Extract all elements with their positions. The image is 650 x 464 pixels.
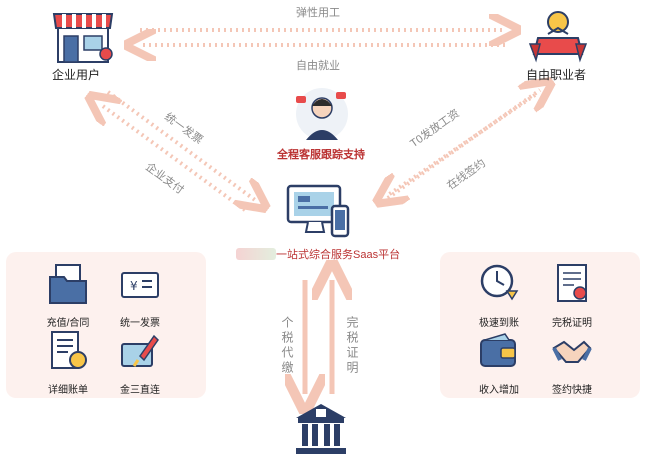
rocket-icon — [121, 334, 159, 367]
feature-label: 充值/合同 — [46, 318, 90, 329]
flow-label-free: 自由就业 — [296, 60, 340, 72]
feature-income-increase: 收入增加 — [464, 330, 534, 396]
feature-detailed-bill: 详细账单 — [33, 330, 103, 396]
feature-unified-invoice: ¥ 统一发票 — [105, 263, 175, 329]
handshake-icon — [552, 340, 592, 363]
wallet-icon — [480, 333, 516, 367]
flow-label-tax-cert: 完税证明 — [345, 316, 359, 376]
feature-label: 统一发票 — [120, 318, 160, 329]
enterprise-features-panel — [6, 252, 206, 398]
certificate-icon — [557, 264, 587, 302]
feature-label: 收入增加 — [479, 385, 519, 396]
feature-tax-certificate: 完税证明 — [537, 263, 607, 329]
arrow-unified-invoice — [106, 90, 255, 200]
folder-contract-icon — [49, 264, 87, 304]
freelancer-features-panel — [440, 252, 640, 398]
feature-label: 完税证明 — [552, 318, 592, 329]
feature-label: 极速到账 — [479, 318, 519, 329]
feature-fast-arrival: 极速到账 — [464, 263, 534, 329]
node-enterprise-label: 企业用户 — [52, 68, 101, 82]
customer-service-icon — [296, 88, 348, 140]
feature-label: 金三直连 — [120, 385, 160, 396]
node-platform-label: 一站式综合服务Saas平台 — [276, 249, 401, 261]
bill-icon — [51, 331, 87, 369]
node-freelancer-label: 自由职业者 — [526, 68, 587, 82]
store-icon — [52, 13, 114, 63]
feature-label: 签约快捷 — [552, 385, 592, 396]
feature-recharge-contract: 充值/合同 — [33, 263, 103, 329]
invoice-icon: ¥ — [121, 272, 159, 298]
medal-icon — [528, 11, 588, 63]
fast-clock-icon — [480, 264, 519, 301]
feature-quick-sign: 签约快捷 — [537, 330, 607, 396]
flow-label-tax-withholding: 个税代缴 — [280, 316, 294, 376]
platform-logo-placeholder — [236, 248, 276, 260]
tax-bureau-icon — [296, 404, 346, 454]
platform-computer-icon — [286, 184, 350, 238]
flow-label-flexible: 弹性用工 — [296, 7, 340, 19]
node-support-label: 全程客服跟踪支持 — [277, 149, 365, 161]
feature-label: 详细账单 — [48, 385, 88, 396]
svg-text:¥: ¥ — [130, 279, 138, 293]
feature-golden-tax: 金三直连 — [105, 330, 175, 396]
